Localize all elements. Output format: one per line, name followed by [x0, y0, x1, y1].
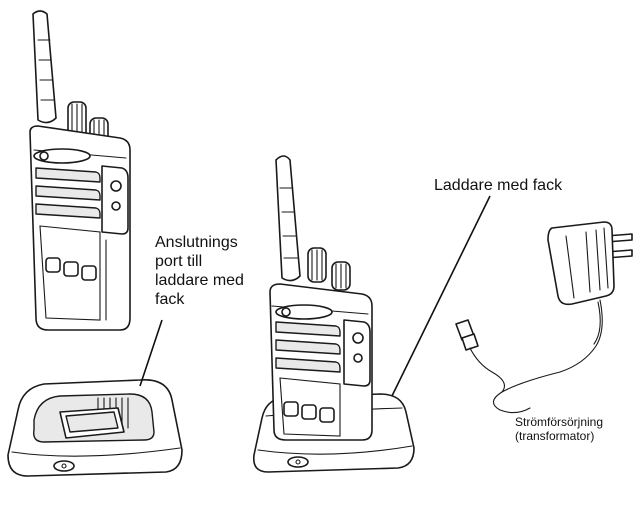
cradle-left — [7, 379, 183, 477]
label-charger-port-line: Anslutnings — [155, 234, 238, 251]
label-power-supply-line: Strömförsörjning — [515, 415, 604, 429]
label-charger-port-line: laddare med — [155, 272, 244, 289]
leader-cradle — [389, 195, 491, 401]
label-charger-port-line: fack — [155, 291, 185, 308]
label-charger-port-line: port till — [155, 253, 203, 270]
leader-port — [139, 319, 163, 387]
radio-in-cradle — [252, 155, 415, 473]
label-charger-cradle: Laddare med fack — [434, 177, 563, 194]
label-charger-port: Anslutnings port till laddare med fack — [155, 233, 275, 309]
radio-left — [29, 10, 131, 331]
label-power-supply: Strömförsörjning (transformator) — [515, 415, 635, 443]
label-power-supply-line: (transformator) — [515, 429, 595, 443]
power-supply — [455, 221, 633, 414]
